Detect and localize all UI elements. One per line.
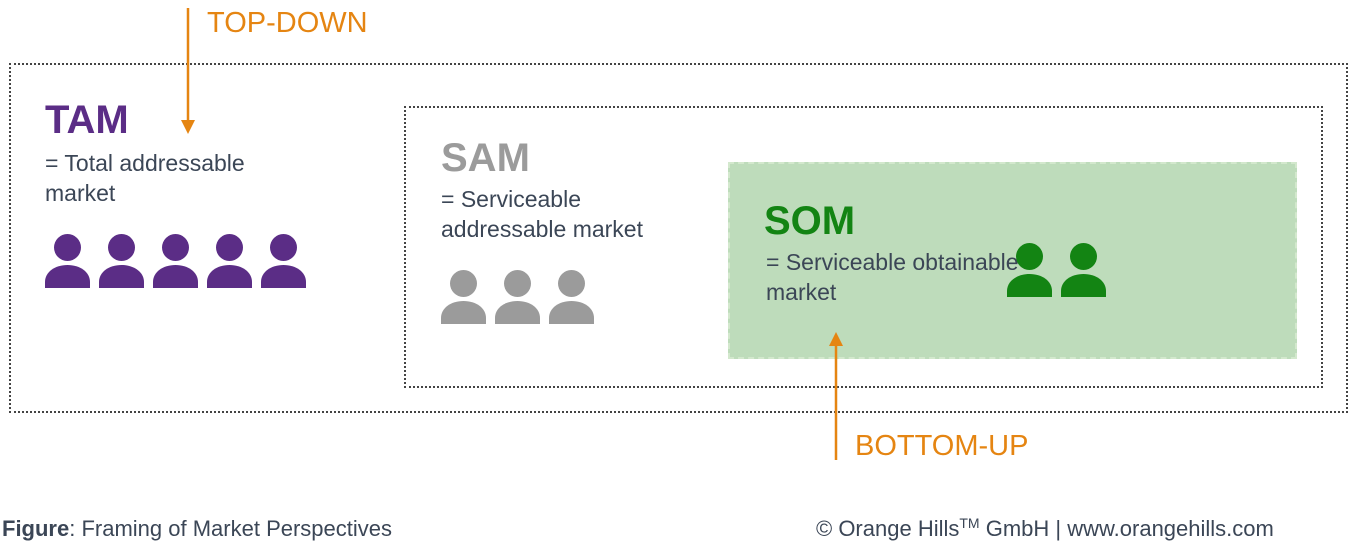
som-title: SOM xyxy=(764,199,856,243)
bottom-up-label: BOTTOM-UP xyxy=(855,430,1029,462)
person-icon xyxy=(261,234,306,288)
person-icon xyxy=(99,234,144,288)
copyright: © Orange HillsTM GmbH | www.orangehills.… xyxy=(816,515,1274,541)
person-icon xyxy=(549,270,594,324)
som-box xyxy=(728,162,1297,359)
person-icon xyxy=(207,234,252,288)
person-icon xyxy=(1007,243,1052,297)
sam-box xyxy=(404,106,1323,388)
sam-title: SAM xyxy=(441,136,530,180)
sam-description: = Serviceable addressable market xyxy=(441,186,643,242)
caption-text: : Framing of Market Perspectives xyxy=(69,516,393,541)
figure-caption: Figure: Framing of Market Perspectives xyxy=(2,518,392,540)
caption-bold: Figure xyxy=(2,516,70,541)
sam-people xyxy=(441,270,594,324)
tam-title: TAM xyxy=(45,98,129,142)
top-down-label: TOP-DOWN xyxy=(207,7,368,39)
person-icon xyxy=(1061,243,1106,297)
person-icon xyxy=(441,270,486,324)
person-icon xyxy=(45,234,90,288)
copyright-prefix: © Orange Hills xyxy=(816,516,960,541)
person-icon xyxy=(153,234,198,288)
som-description: = Serviceable obtainable market xyxy=(766,249,1019,305)
copyright-suffix: GmbH | www.orangehills.com xyxy=(979,516,1274,541)
som-people xyxy=(1007,243,1106,297)
tam-description: = Total addressable market xyxy=(45,150,245,206)
tam-people xyxy=(45,234,306,288)
trademark: TM xyxy=(959,515,980,531)
person-icon xyxy=(495,270,540,324)
tam-box xyxy=(9,63,1348,413)
